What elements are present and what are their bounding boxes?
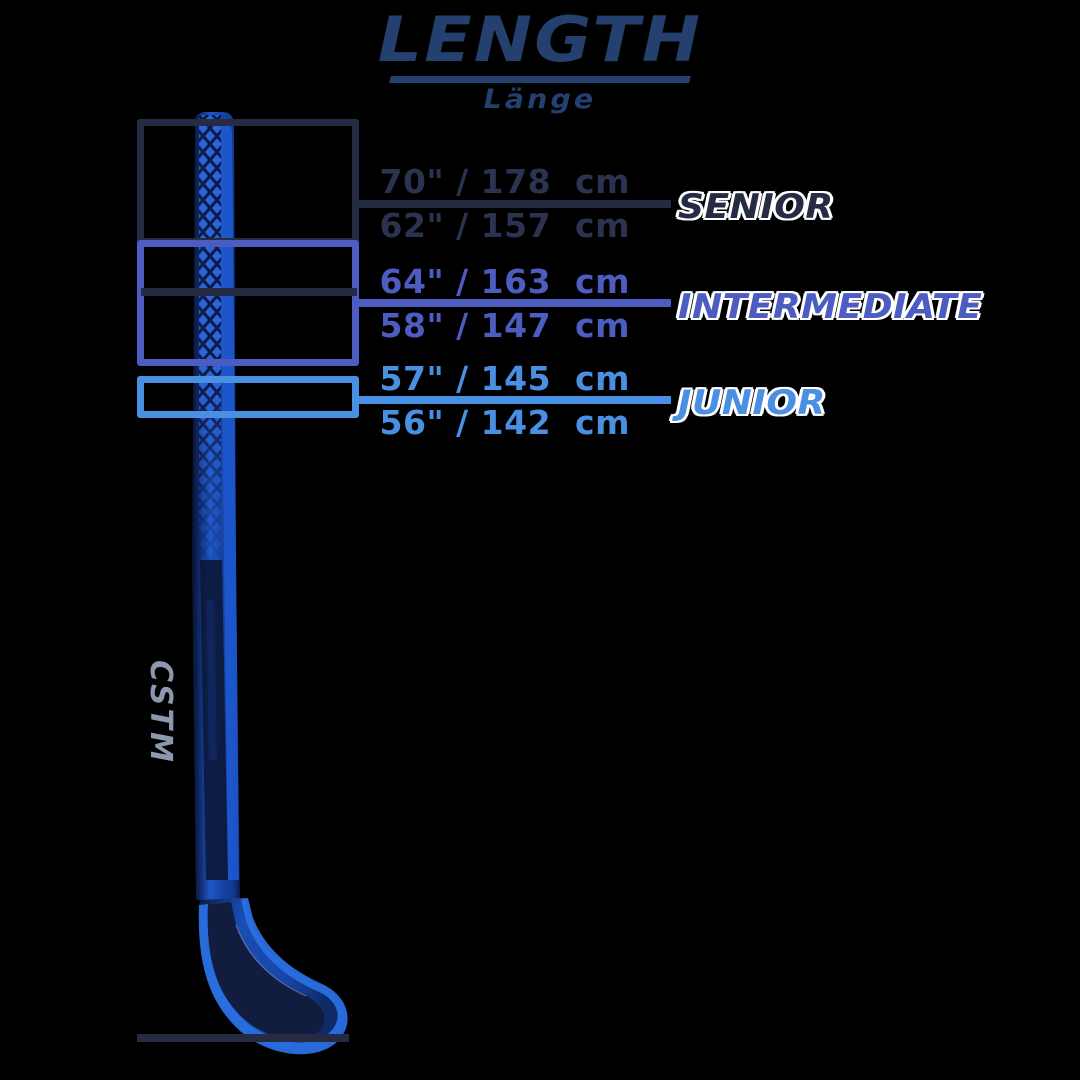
- range-box-senior: [137, 119, 359, 245]
- measurement-senior-min: 62" / 157 cm: [379, 206, 630, 245]
- range-box-intermediate: [137, 240, 359, 366]
- category-label-senior: SENIOR: [678, 187, 834, 227]
- measurement-senior-max: 70" / 178 cm: [379, 162, 630, 201]
- shaft-brand-text: CSTM: [143, 660, 178, 765]
- leader-line-intermediate: [355, 299, 671, 307]
- category-label-junior: JUNIOR: [678, 383, 826, 423]
- range-box-junior: [137, 376, 359, 418]
- ground-baseline: [137, 1034, 349, 1042]
- measurement-intermediate-min: 58" / 147 cm: [379, 306, 630, 345]
- leader-line-senior: [355, 200, 671, 208]
- senior-lower-bound-divider: [141, 288, 357, 296]
- measurement-intermediate-max: 64" / 163 cm: [379, 262, 630, 301]
- measurement-junior-min: 56" / 142 cm: [379, 403, 630, 442]
- leader-line-junior: [355, 396, 671, 404]
- category-label-intermediate: INTERMEDIATE: [678, 287, 983, 327]
- measurement-junior-max: 57" / 145 cm: [379, 359, 630, 398]
